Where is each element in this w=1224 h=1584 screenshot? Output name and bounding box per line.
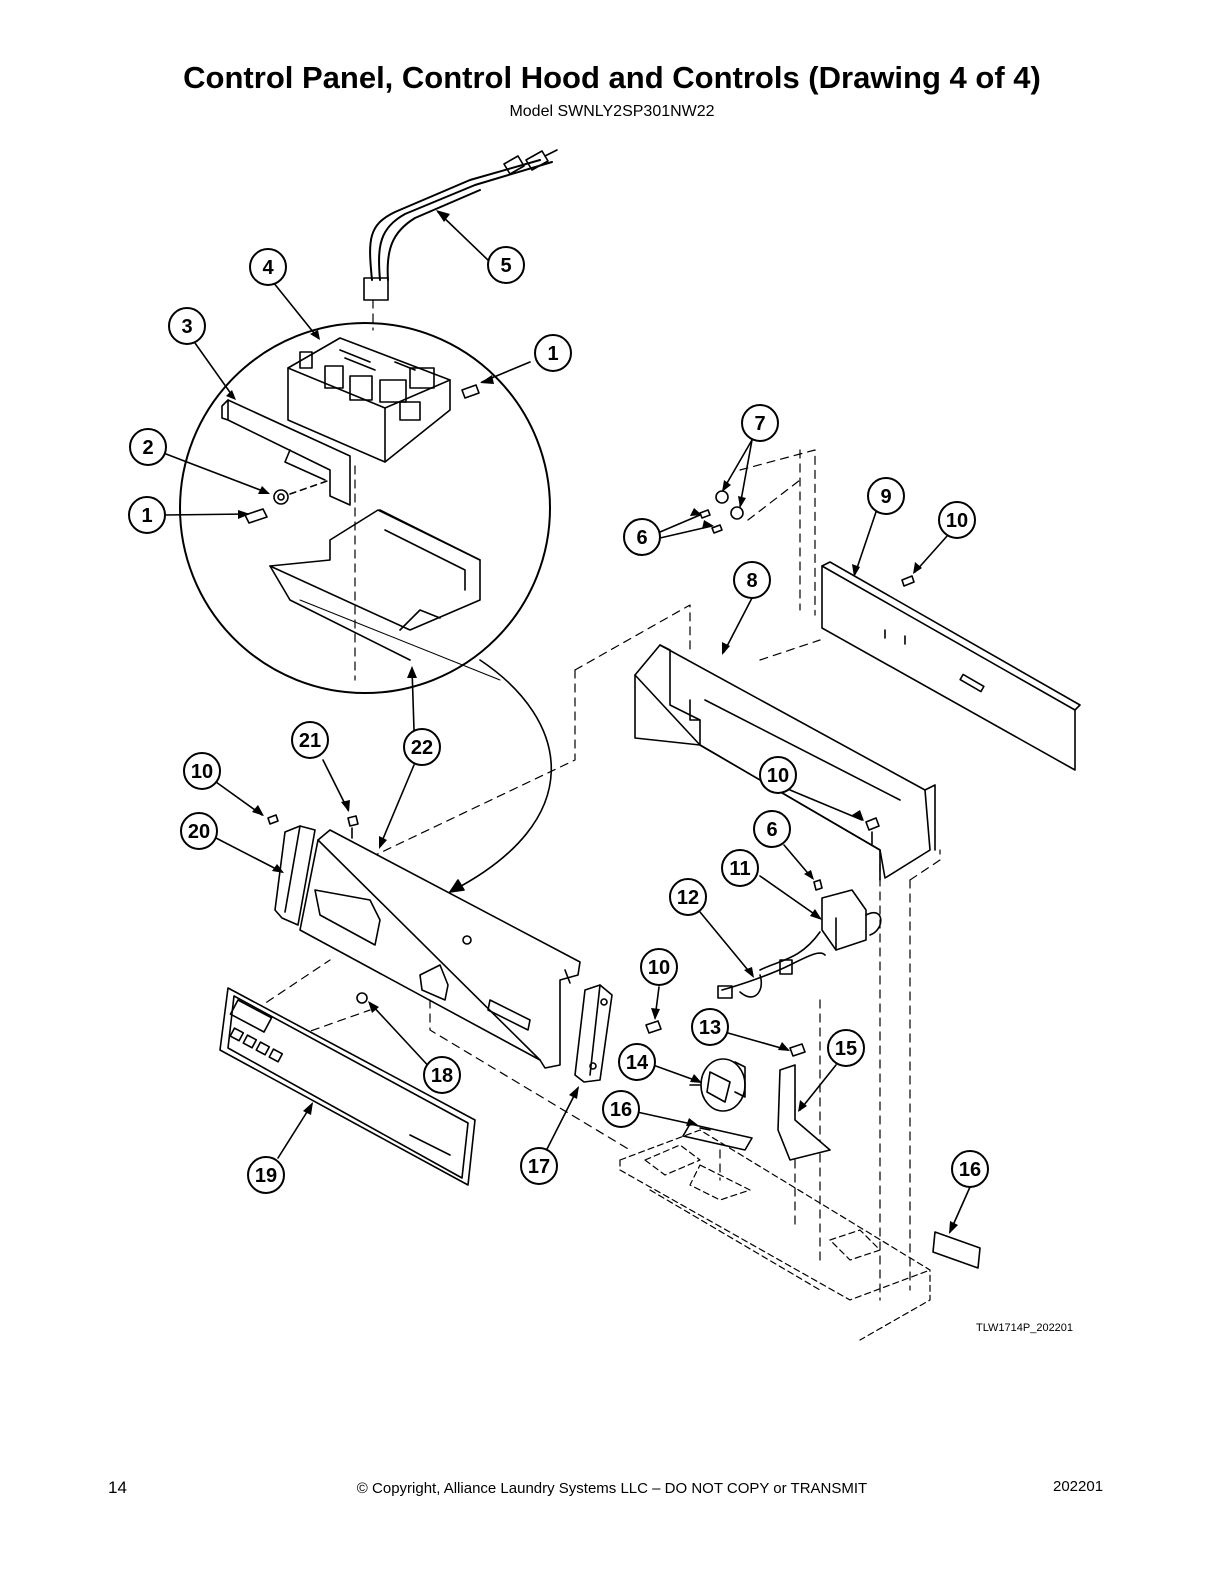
callout-9: 9	[867, 477, 905, 515]
screw-part-10-plate	[901, 575, 915, 587]
wire-harness-part-12	[717, 952, 826, 999]
callout-18: 18	[423, 1056, 461, 1094]
callout-22: 22	[403, 728, 441, 766]
callout-13: 13	[691, 1008, 729, 1046]
svg-text:7: 7	[754, 413, 765, 435]
plug-part-18	[356, 992, 368, 1004]
callout-7: 7	[741, 404, 779, 442]
knob-switch-part-14	[689, 1058, 746, 1112]
svg-text:1: 1	[547, 343, 558, 365]
callout-15: 15	[827, 1029, 865, 1067]
svg-text:6: 6	[636, 527, 647, 549]
svg-text:16: 16	[610, 1099, 632, 1121]
svg-text:6: 6	[766, 819, 777, 841]
screw-part-13	[789, 1043, 806, 1057]
svg-text:17: 17	[528, 1156, 550, 1178]
screw-part-10-center	[645, 1020, 662, 1034]
bracket-part-3	[221, 399, 351, 506]
callout-19: 19	[247, 1156, 285, 1194]
svg-text:1: 1	[141, 505, 152, 527]
svg-text:13: 13	[699, 1017, 721, 1039]
model-number: Model SWNLY2SP301NW22	[509, 103, 715, 120]
callout-10-hood: 10	[759, 756, 797, 794]
callout-2: 2	[129, 428, 167, 466]
callout-20: 20	[180, 812, 218, 850]
alignment-lines	[254, 299, 941, 1301]
svg-text:3: 3	[181, 316, 192, 338]
callout-16-right: 16	[951, 1150, 989, 1188]
label-part-16-right	[932, 1231, 981, 1269]
svg-text:15: 15	[835, 1038, 857, 1060]
bracket-part-15	[777, 1064, 831, 1161]
callout-6-top: 6	[623, 518, 661, 556]
screw-part-1-board	[461, 384, 480, 399]
callout-10-plate: 10	[938, 501, 976, 539]
console-panel-part-22	[299, 829, 581, 1069]
svg-text:14: 14	[626, 1052, 649, 1074]
callout-1-top: 1	[534, 334, 572, 372]
svg-text:18: 18	[431, 1065, 453, 1087]
callout-14: 14	[618, 1043, 656, 1081]
svg-text:5: 5	[500, 255, 511, 277]
page-number: 14	[108, 1478, 127, 1497]
callout-3: 3	[168, 307, 206, 345]
arrowheads	[226, 210, 958, 1234]
callout-21: 21	[291, 721, 329, 759]
fasteners-part-6-7	[699, 490, 744, 534]
screw-part-10-hood	[865, 817, 880, 845]
end-cap-part-17	[574, 984, 613, 1083]
back-plate-part-9	[821, 561, 1081, 771]
console-base-outline	[619, 1129, 931, 1341]
callout-17: 17	[520, 1147, 558, 1185]
svg-text:22: 22	[411, 737, 433, 759]
svg-text:10: 10	[191, 761, 213, 783]
transformer-part-11	[759, 879, 882, 971]
svg-text:10: 10	[767, 765, 789, 787]
label-part-16-center	[682, 1123, 753, 1151]
screw-part-1-left	[244, 479, 331, 524]
screw-part-10-left	[267, 814, 279, 825]
svg-text:4: 4	[262, 257, 274, 279]
svg-text:10: 10	[946, 510, 968, 532]
callout-11: 11	[721, 849, 759, 887]
revision-code: 202201	[1053, 1478, 1104, 1495]
svg-text:20: 20	[188, 821, 210, 843]
callout-16-center: 16	[602, 1090, 640, 1128]
svg-text:8: 8	[746, 570, 757, 592]
callout-10-center: 10	[640, 948, 678, 986]
callouts: 5 4 3 1 2 1 7 6 9 10 8 21 22 10 10 20 6 …	[128, 246, 989, 1194]
callout-4: 4	[249, 248, 287, 286]
copyright-notice: © Copyright, Alliance Laundry Systems LL…	[356, 1480, 868, 1497]
svg-text:21: 21	[299, 730, 321, 752]
svg-text:9: 9	[880, 486, 891, 508]
callout-6-mid: 6	[753, 810, 791, 848]
svg-text:10: 10	[648, 957, 670, 979]
svg-text:19: 19	[255, 1165, 277, 1187]
svg-text:2: 2	[142, 437, 153, 459]
svg-text:16: 16	[959, 1159, 981, 1181]
end-cap-part-20	[274, 825, 316, 926]
callout-1-left: 1	[128, 496, 166, 534]
panel-bracket-detail	[269, 509, 501, 681]
drawing-code: TLW1714P_202201	[976, 1322, 1074, 1334]
callout-10-left: 10	[183, 752, 221, 790]
control-board-part-4	[287, 337, 451, 463]
callout-12: 12	[669, 878, 707, 916]
screw-part-21	[347, 815, 359, 839]
callout-5: 5	[487, 246, 525, 284]
svg-text:12: 12	[677, 887, 699, 909]
callout-8: 8	[733, 561, 771, 599]
page-title: Control Panel, Control Hood and Controls…	[183, 60, 1041, 95]
svg-text:11: 11	[729, 858, 750, 880]
wire-harness-part-5	[363, 149, 558, 301]
overlay-part-19	[219, 987, 476, 1186]
